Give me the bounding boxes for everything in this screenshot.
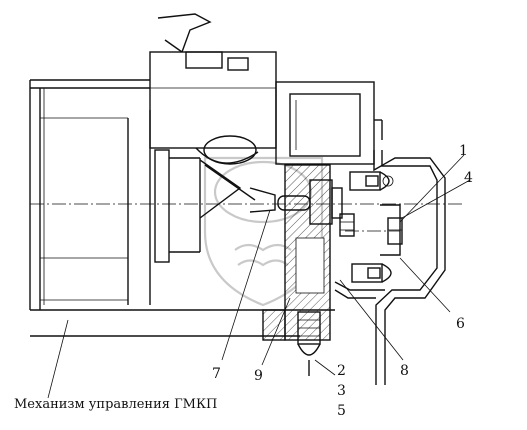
top-lever bbox=[149, 13, 277, 149]
callout-9: 9 bbox=[254, 368, 263, 384]
callout-1: 1 bbox=[459, 143, 468, 159]
callout-7: 7 bbox=[212, 366, 221, 382]
figure-caption: Механизм управления ГМКП bbox=[14, 397, 217, 412]
pin-plunger bbox=[277, 179, 355, 237]
right-cover bbox=[334, 150, 446, 385]
callout-6: 6 bbox=[456, 316, 465, 332]
callout-8: 8 bbox=[400, 363, 409, 379]
callout-2: 2 bbox=[337, 363, 346, 379]
clamp-bolt-lower bbox=[351, 263, 392, 283]
inner-bracket bbox=[380, 204, 403, 256]
callout-4: 4 bbox=[464, 170, 473, 186]
leader-lines bbox=[47, 154, 471, 399]
fork-assembly bbox=[154, 135, 276, 263]
callout-5: 5 bbox=[337, 403, 346, 419]
shaft-body bbox=[262, 164, 331, 341]
centerlines bbox=[30, 203, 465, 232]
bottom-bolt bbox=[297, 311, 321, 376]
upper-box bbox=[275, 81, 383, 165]
clamp-bolt-upper bbox=[349, 171, 394, 191]
callout-3: 3 bbox=[337, 383, 346, 399]
